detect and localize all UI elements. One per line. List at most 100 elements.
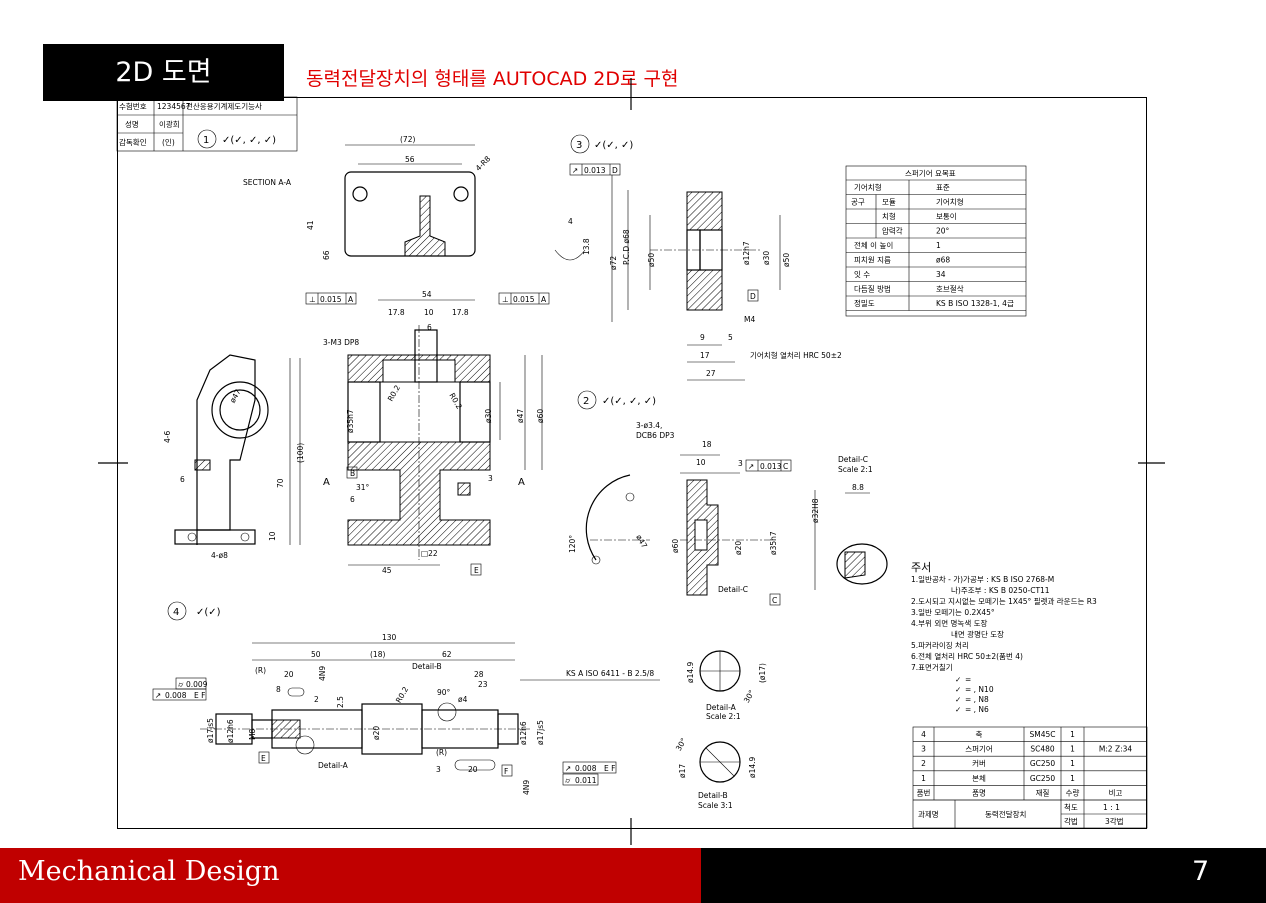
dim-v4-28: 28	[474, 670, 484, 679]
dim-22sq: □22	[421, 549, 438, 558]
gear-table-cell: KS B ISO 1328-1, 4급	[936, 299, 1014, 308]
parts-cell: M:2 Z:34	[1099, 745, 1133, 754]
dim-70: 70	[276, 478, 285, 488]
notes-block: 주서 1.일반공차 - 가)가공부 : KS B ISO 2768-M나)주조부…	[911, 561, 1097, 714]
tol-right-value: 0.015	[513, 295, 535, 304]
exam-label-0: 수험번호	[119, 102, 147, 111]
slide-title: 2D 도면	[43, 44, 284, 101]
note-line: 7.표면거칠기	[911, 662, 953, 672]
dim-v2-47: ø47	[634, 533, 649, 550]
gear-table-cell: 34	[936, 270, 946, 279]
tol-v4-1: 0.008	[165, 691, 187, 700]
dim-4r8: 4-R8	[474, 154, 493, 173]
dim-10b: 10	[268, 531, 277, 541]
parts-cell: 품명	[972, 787, 986, 797]
dim-10: 10	[424, 308, 434, 317]
slide-subtitle: 동력전달장치의 형태를 AUTOCAD 2D로 구현	[306, 68, 679, 90]
exam-value-2: (인)	[162, 137, 175, 147]
gear-table-cell: 공구	[851, 198, 865, 207]
gear-table-cell: 1	[936, 241, 941, 250]
tol-v4-0: 0.009	[186, 680, 208, 689]
note-line: 1.일반공차 - 가)가공부 : KS B ISO 2768-M	[911, 575, 1054, 584]
dim-v4-20dia: ø20	[372, 726, 381, 740]
section-a-left: A	[323, 477, 330, 488]
tol-v3-ref: D	[612, 166, 618, 175]
dim-3m3: 3-M3 DP8	[323, 338, 359, 347]
parts-cell: 1	[1070, 759, 1075, 768]
gear-table-cell: 잇 수	[854, 269, 870, 279]
parts-cell: 재질	[1036, 788, 1050, 797]
dim-v4-r02: R0.2	[394, 685, 410, 705]
note-line: 3.일반 모떼기는 0.2X45°	[911, 607, 995, 617]
project-label: 과제명	[918, 809, 939, 819]
scale-label: 척도	[1064, 803, 1078, 812]
dim-v3-9: 9	[700, 333, 705, 342]
view-label-3: 3	[576, 140, 582, 151]
roughness-symbol-1: ✓(✓, ✓, ✓)	[222, 135, 276, 146]
dim-v4-12h6a: ø12h6	[226, 719, 235, 743]
gear-table-cell: 피치원 지름	[854, 256, 891, 265]
gear-table-cell: 20°	[936, 227, 950, 236]
dim-4-6: 4-6	[163, 431, 172, 443]
roughness-icon: ✓	[955, 695, 961, 704]
dim-v3-30: ø30	[762, 251, 771, 265]
roughness-line: = , N10	[965, 685, 994, 694]
dim-41: 41	[306, 220, 315, 230]
dim-r02b: R0.2	[447, 391, 463, 411]
roughness-line: = , N8	[965, 695, 989, 704]
view-2-cover: 2 ✓(✓, ✓, ✓) 3-ø3.4, DCB6 DP3 18 10 3 ↗ …	[568, 390, 792, 606]
parts-cell: 품번	[917, 788, 931, 797]
dim-v4-12h6b: ø12h6	[519, 721, 528, 745]
footer-text: Mechanical Design	[18, 856, 280, 887]
dim-v4-r2: (R)	[436, 748, 447, 757]
tol-v3-value: 0.013	[584, 166, 606, 175]
svg-text:↗: ↗	[572, 166, 578, 175]
dim-v3-m4: M4	[744, 315, 755, 324]
note-line: 2.도시되고 지시없는 모떼기는 1X45° 필렛과 라운드는 R3	[911, 596, 1097, 606]
method-value: 3각법	[1105, 816, 1124, 826]
note-line: 내면 광명단 도장	[951, 629, 1004, 639]
note-line: 6.전체 열처리 HRC 50±2(품번 4)	[911, 651, 1023, 661]
exam-info-box: 수험번호 1234567 전산응용기계제도기능사 성명 이광희 감독확인 (인)	[116, 96, 298, 152]
dim-30: ø30	[484, 409, 493, 423]
roughness-icon: ✓	[955, 675, 961, 684]
dim-v3-27: 27	[706, 369, 716, 378]
detail-dim-30b: 30°	[674, 736, 689, 752]
detail-dim-149b: ø14.9	[748, 756, 757, 778]
view-1-body: 1 ✓(✓, ✓, ✓) SECTION A-A (72) 56 41 66 4…	[163, 129, 550, 576]
tol-left-value: 0.015	[320, 295, 342, 304]
dim-v4-50: 50	[311, 650, 321, 659]
dim-v2-35h7: ø35h7	[769, 531, 778, 555]
view-4-shaft: 4 ✓(✓) 130 50 (18) 62 Detail-B 20 28 23 …	[152, 601, 660, 795]
note-line: 5.파커라이징 처리	[911, 640, 969, 650]
gear-table-cell: 치형	[882, 212, 896, 221]
parts-cell: 3	[921, 745, 926, 754]
note-line: 나)주조부 : KS B 0250-CT11	[951, 586, 1050, 595]
roughness-icon: ✓	[955, 685, 961, 694]
dim-4-8: 4-ø8	[211, 551, 228, 560]
dim-v3-72: ø72	[609, 256, 618, 270]
dim-v4-20: 20	[284, 670, 294, 679]
detail-dim-17b: ø17	[678, 764, 687, 778]
dim-v3-12h7: ø12h7	[742, 241, 751, 265]
parts-cell: SM45C	[1029, 730, 1055, 739]
gear-table-cell: ø68	[936, 256, 950, 265]
detail-dim-149a: ø14.9	[686, 661, 695, 683]
v3-heat-note: 기어치형 열처리 HRC 50±2	[750, 350, 842, 360]
parts-cell: 스퍼기어	[965, 744, 993, 754]
dim-v4-62: 62	[442, 650, 452, 659]
dim-v4-130: 130	[382, 633, 397, 642]
exam-value-1: 이광희	[159, 119, 180, 129]
dim-17-8b: 17.8	[452, 308, 469, 317]
dim-31deg: 31°	[356, 483, 370, 492]
dim-v3-50a: ø50	[647, 253, 656, 267]
gear-table-cell: 모듈	[882, 198, 896, 207]
dim-60: ø60	[536, 409, 545, 423]
datum-c: C	[772, 596, 777, 605]
dim-66: 66	[322, 250, 331, 260]
roughness-line: =	[965, 675, 971, 684]
svg-text:↗: ↗	[155, 691, 161, 700]
gear-table-cell: 기어치형	[936, 197, 964, 207]
